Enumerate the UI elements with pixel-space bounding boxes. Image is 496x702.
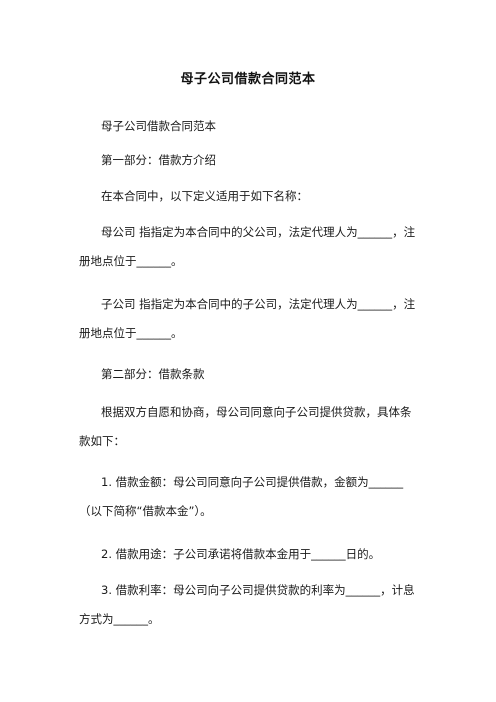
loan-amount-line1: 1. 借款金额：母公司同意向子公司提供借款，金额为______ <box>101 475 404 489</box>
subsidiary-line1: 子公司 指指定为本合同中的子公司，法定代理人为______，注 <box>101 297 416 311</box>
subsidiary-definition: 子公司 指指定为本合同中的子公司，法定代理人为______，注 册地点位于___… <box>79 290 461 348</box>
interest-rate-line1: 3. 借款利率：母公司向子公司提供贷款的利率为______，计息 <box>101 583 415 597</box>
definition-intro-paragraph: 在本合同中，以下定义适用于如下名称： <box>101 189 308 203</box>
interest-rate-clause: 3. 借款利率：母公司向子公司提供贷款的利率为______，计息 方式为____… <box>79 576 461 634</box>
loan-amount-line2: （以下简称“借款本金”）。 <box>79 504 212 518</box>
document-title: 母子公司借款合同范本 <box>180 72 316 87</box>
loan-purpose-clause: 2. 借款用途：子公司承诺将借款本金用于______日的。 <box>101 547 381 561</box>
parent-company-line2: 册地点位于______。 <box>79 254 183 268</box>
parent-company-definition: 母公司 指指定为本合同中的父公司，法定代理人为______，注 册地点位于___… <box>79 218 461 276</box>
section-two-heading: 第二部分：借款条款 <box>101 367 205 381</box>
loan-terms-line2: 款如下： <box>79 434 125 448</box>
subsidiary-line2: 册地点位于______。 <box>79 326 183 340</box>
loan-amount-clause: 1. 借款金额：母公司同意向子公司提供借款，金额为______ （以下简称“借款… <box>79 468 461 526</box>
section-one-heading: 第一部分：借款方介绍 <box>101 153 216 167</box>
loan-terms-intro: 根据双方自愿和协商，母公司同意向子公司提供贷款，具体条 款如下： <box>79 398 461 456</box>
loan-terms-line1: 根据双方自愿和协商，母公司同意向子公司提供贷款，具体条 <box>101 405 412 419</box>
interest-rate-line2: 方式为______。 <box>79 612 160 626</box>
parent-company-line1: 母公司 指指定为本合同中的父公司，法定代理人为______，注 <box>101 225 416 239</box>
subtitle-paragraph: 母子公司借款合同范本 <box>101 119 216 133</box>
